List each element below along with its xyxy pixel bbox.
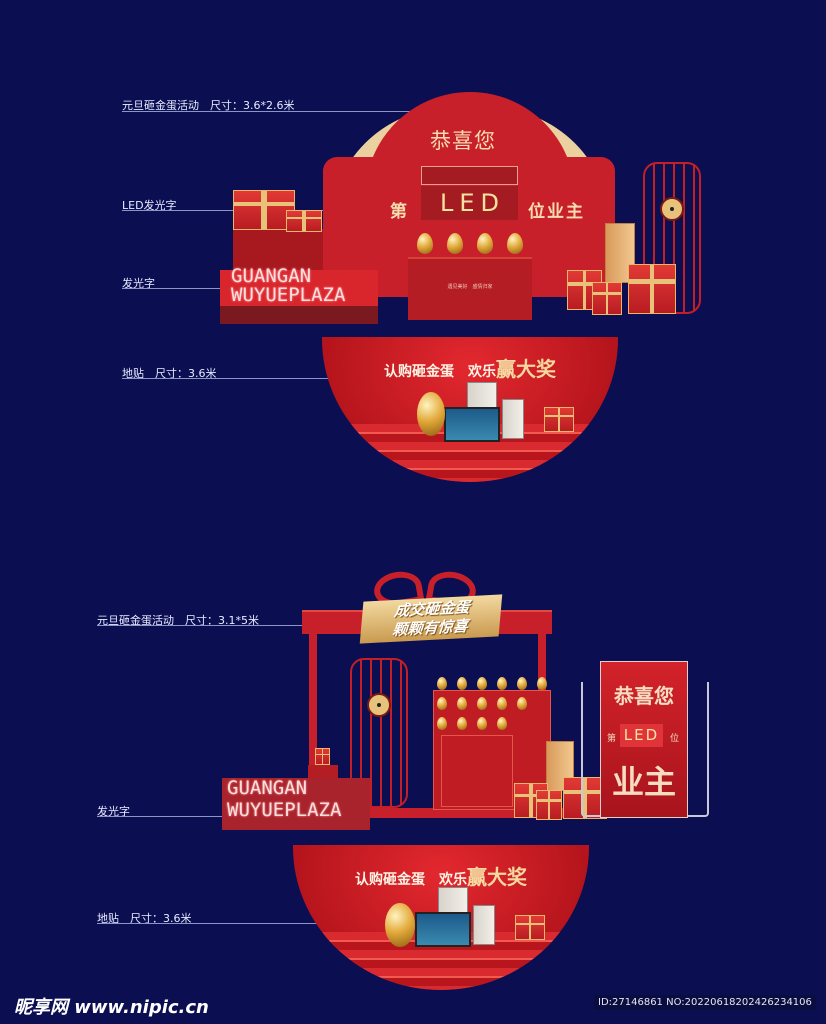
- golden-egg: [447, 233, 463, 254]
- golden-egg: [437, 717, 447, 730]
- leader-line: [122, 378, 328, 379]
- floor-decal: 认购砸金蛋 欢乐赢大奖: [293, 845, 589, 990]
- label-glow: 发光字: [97, 805, 130, 818]
- gift-box: [233, 190, 295, 230]
- panel-prefix: 第: [607, 734, 617, 744]
- golden-egg: [437, 697, 447, 710]
- gift-box: [515, 915, 545, 940]
- suffix-text: 位业主: [528, 202, 585, 222]
- gift-box: [286, 210, 322, 232]
- golden-egg: [497, 697, 507, 710]
- tv: [415, 912, 471, 947]
- golden-egg: [517, 697, 527, 710]
- golden-egg: [457, 697, 467, 710]
- leader-line: [122, 111, 432, 112]
- sign-line1: GUANGAN: [231, 265, 312, 287]
- leader-line: [97, 625, 302, 626]
- golden-egg: [457, 717, 467, 730]
- panel-led: LED: [620, 724, 663, 747]
- tv: [444, 407, 500, 442]
- gift-box: [628, 264, 676, 314]
- golden-egg: [385, 903, 415, 947]
- sign-line2: WUYUEPLAZA: [231, 284, 346, 306]
- label-floor: 地贴 尺寸：3.6米: [122, 367, 217, 380]
- gift-stand: [308, 765, 338, 780]
- gift-pedestal: [233, 229, 323, 274]
- panel-owner: 业主: [611, 763, 676, 801]
- decal-slogan: 认购砸金蛋 欢乐赢大奖: [293, 861, 589, 890]
- gift-box: [315, 748, 330, 765]
- podium: [408, 257, 532, 320]
- golden-egg: [497, 717, 507, 730]
- golden-egg: [477, 697, 487, 710]
- prefix-text: 第: [390, 202, 407, 222]
- label-glow: 发光字: [122, 277, 155, 290]
- podium-text: 遇见美好 盛情归家: [447, 284, 493, 290]
- gift-tall: [605, 223, 635, 283]
- sign-line1: GUANGAN: [227, 777, 308, 799]
- gift-box: [544, 407, 574, 432]
- label-led: LED发光字: [122, 199, 177, 212]
- watermark-logo: 昵享网 www.nipic.cn: [14, 997, 209, 1018]
- golden-egg: [477, 233, 493, 254]
- golden-egg: [537, 677, 547, 690]
- panel-suffix: 位: [670, 734, 680, 744]
- golden-egg: [507, 233, 523, 254]
- gift-box: [536, 790, 562, 820]
- slogan-highlight: 赢大奖: [467, 865, 527, 889]
- decal-slogan: 认购砸金蛋 欢乐赢大奖: [322, 353, 618, 382]
- led-text: LED: [440, 189, 506, 217]
- leader-line: [97, 923, 322, 924]
- egg-board-inner: [441, 735, 513, 807]
- golden-egg: [477, 677, 487, 690]
- slogan-text: 认购砸金蛋 欢乐: [355, 872, 467, 888]
- gift-box: [592, 282, 622, 315]
- golden-egg: [437, 677, 447, 690]
- sign-base: [220, 306, 378, 324]
- coin-icon: [367, 693, 391, 717]
- led-box: [421, 186, 518, 220]
- image-id: ID:27146861 NO:20220618202426234106: [594, 995, 816, 1010]
- washer: [473, 905, 495, 945]
- gift-box: [563, 777, 607, 819]
- congrats-text: 恭喜您: [430, 129, 496, 153]
- leader-line: [122, 288, 230, 289]
- golden-egg: [517, 677, 527, 690]
- golden-egg: [417, 233, 433, 254]
- frame-post: [309, 634, 317, 819]
- leader-line: [97, 816, 222, 817]
- slogan-text: 认购砸金蛋 欢乐: [384, 364, 496, 380]
- golden-egg: [457, 677, 467, 690]
- panel-congrats: 恭喜您: [614, 684, 674, 708]
- label-title: 元旦砸金蛋活动 尺寸：3.6*2.6米: [122, 99, 295, 112]
- sign-line2: WUYUEPLAZA: [227, 799, 342, 821]
- golden-egg: [477, 717, 487, 730]
- golden-egg: [497, 677, 507, 690]
- glow-sign: [222, 778, 370, 830]
- washer: [502, 399, 524, 439]
- label-floor: 地贴 尺寸：3.6米: [97, 912, 192, 925]
- golden-egg: [417, 392, 445, 436]
- floor-decal: 认购砸金蛋 欢乐赢大奖: [322, 337, 618, 482]
- coin-icon: [660, 197, 684, 221]
- glow-sign: [220, 270, 378, 306]
- label-title: 元旦砸金蛋活动 尺寸：3.1*5米: [97, 614, 259, 627]
- slogan-highlight: 赢大奖: [496, 357, 556, 381]
- frame-base: [309, 808, 609, 818]
- promo-banner: 成交砸金蛋 颗颗有惊喜: [359, 594, 503, 644]
- led-box-top: [421, 166, 518, 185]
